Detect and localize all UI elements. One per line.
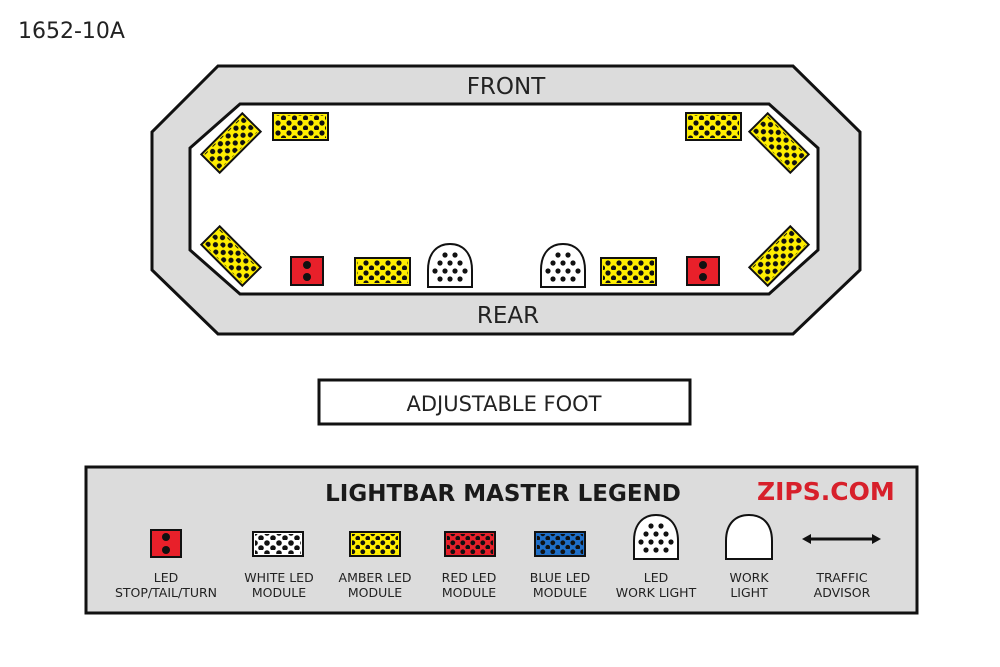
amber-led-module [354,257,411,286]
legend-label-line2: MODULE [442,585,496,600]
legend-label-line1: RED LED [442,570,497,585]
model-code: 1652-10A [18,19,125,44]
blue-led-module-icon [534,531,586,557]
rear-label: REAR [477,303,539,329]
work-light-icon [725,513,773,560]
amber-led-module-icon [349,531,401,557]
adjustable-foot-label: ADJUSTABLE FOOT [406,392,601,416]
legend-label-line1: TRAFFIC [815,570,867,585]
amber-led-module [685,112,742,141]
legend-title: LIGHTBAR MASTER LEGEND [325,481,681,507]
amber-led-module [272,112,329,141]
white-led-module-icon [252,531,304,557]
legend-label-line1: WHITE LED [244,570,313,585]
legend-label-line1: BLUE LED [530,570,590,585]
led-stop-tail-turn [290,256,324,286]
adjustable-foot-box [317,378,692,426]
led-work-light [427,242,473,288]
legend-label-line2: LIGHT [730,585,768,600]
red-led-module-icon [444,531,496,557]
legend-label-line1: LED [154,570,179,585]
legend-label-line1: WORK [729,570,769,585]
amber-led-module [747,111,811,175]
led-work-light [540,242,586,288]
amber-led-module [199,111,263,175]
front-label: FRONT [467,74,547,100]
traffic-advisor-icon [802,534,881,544]
legend-label-line2: MODULE [348,585,402,600]
legend-label-line1: LED [644,570,669,585]
amber-led-module [600,257,657,286]
legend-panel [84,465,919,615]
lightbar-inner-area [188,102,820,296]
legend-label-line2: MODULE [533,585,587,600]
legend-label-line1: AMBER LED [339,570,412,585]
amber-led-module [747,224,811,288]
stop-tail-turn-icon [150,529,182,558]
led-stop-tail-turn [686,256,720,286]
legend-label-line2: ADVISOR [814,585,871,600]
amber-led-module [199,224,263,288]
led-work-light-icon [633,513,679,560]
legend-label-line2: STOP/TAIL/TURN [115,585,217,600]
legend-label-line2: WORK LIGHT [616,585,697,600]
legend-label-line2: MODULE [252,585,306,600]
brand-logo: ZIPS.COM [757,477,895,506]
